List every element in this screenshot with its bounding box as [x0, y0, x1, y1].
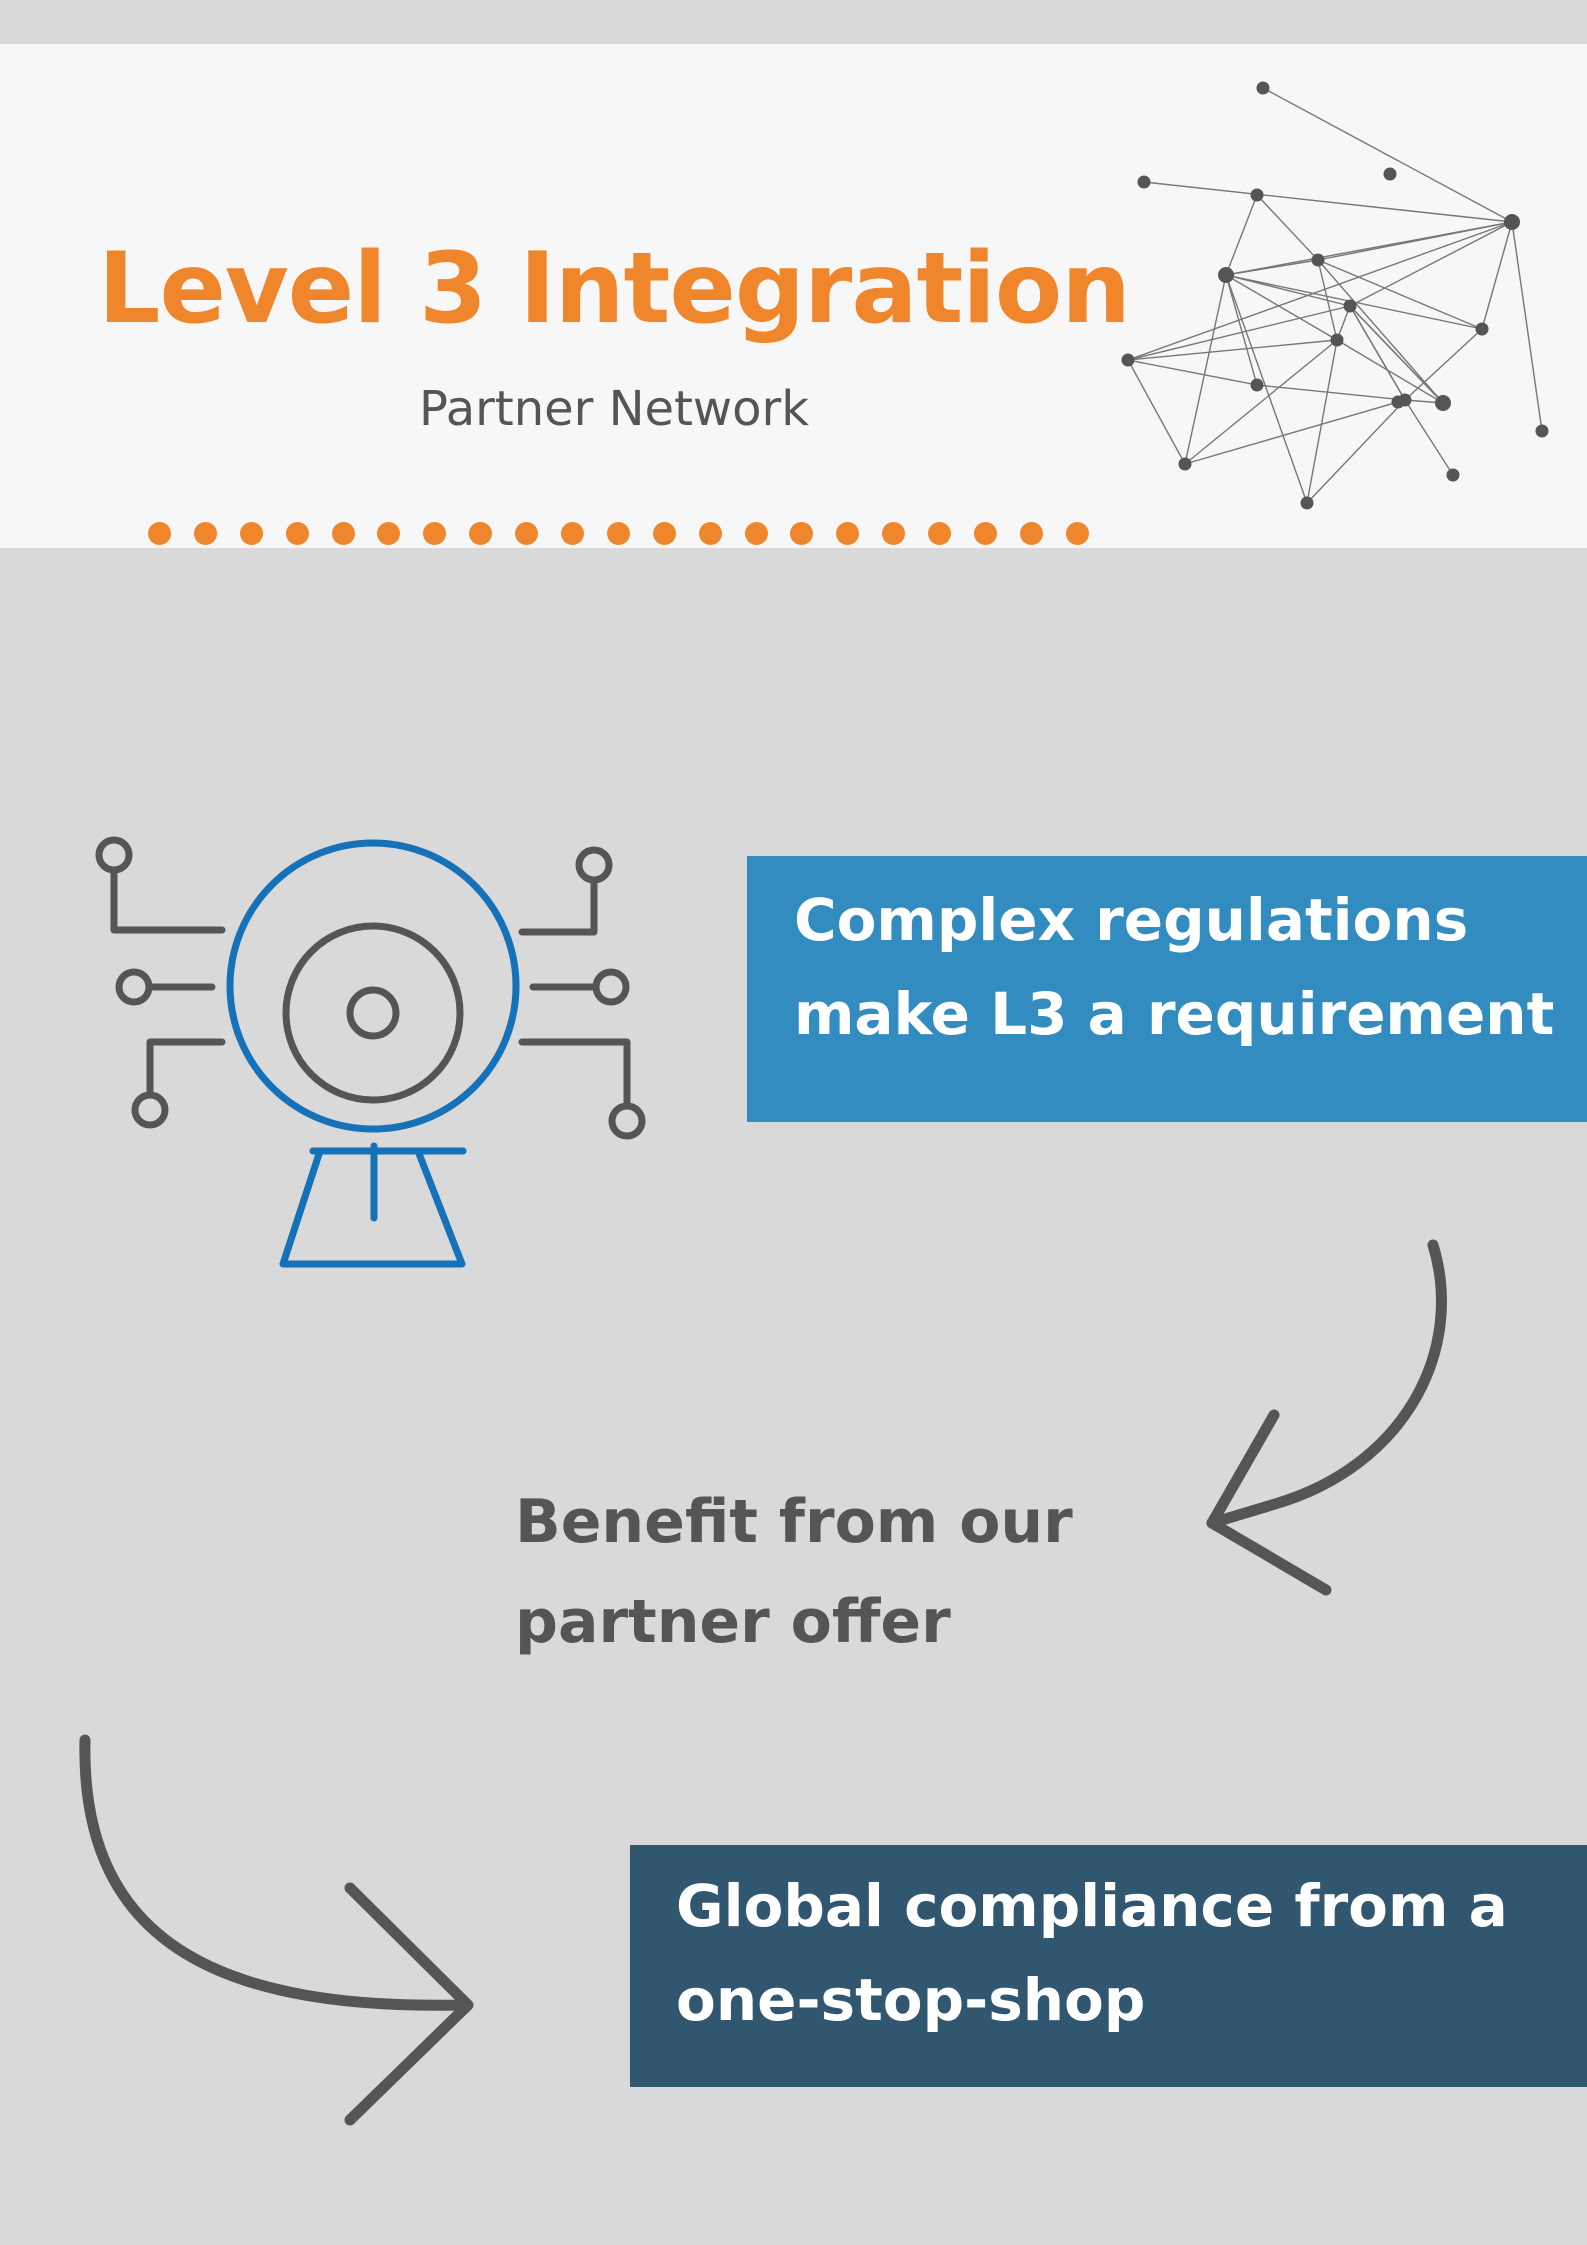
network-node — [1256, 81, 1270, 95]
divider-dot — [148, 522, 171, 545]
divider-dot — [561, 522, 585, 545]
network-node — [1250, 378, 1264, 392]
divider-dot — [698, 522, 722, 545]
network-node — [1391, 395, 1405, 409]
network-node — [1178, 457, 1192, 471]
divider-dot — [331, 522, 355, 545]
divider-dot — [836, 522, 860, 545]
divider-dot — [744, 522, 768, 545]
divider-dot — [1019, 522, 1043, 545]
benefit-text: Benefit from our partner offer — [515, 1487, 1073, 1657]
network-graph-icon — [1121, 81, 1549, 510]
network-node — [1535, 424, 1549, 438]
network-node — [1343, 299, 1357, 313]
divider-dot — [285, 522, 309, 545]
divider-dot — [469, 522, 493, 545]
network-node — [1435, 395, 1451, 411]
divider-dot — [652, 522, 676, 545]
page-subtitle: Partner Network — [418, 381, 810, 437]
divider-dot — [239, 522, 263, 545]
compliance-card: Global compliance from a one-stop-shop — [630, 1845, 1587, 2087]
divider-dot — [515, 522, 539, 545]
divider-dot — [928, 522, 952, 545]
page-title: Level 3 Integration — [98, 232, 1131, 346]
network-node — [1250, 188, 1264, 202]
curved-arrow-right-icon — [79, 1734, 474, 2126]
network-node — [1330, 333, 1344, 347]
network-node — [1446, 468, 1460, 482]
divider-dot — [1065, 522, 1089, 545]
divider-dot — [193, 522, 217, 545]
network-node — [1475, 322, 1489, 336]
dotted-divider — [148, 522, 1089, 545]
target-circuit-icon — [95, 836, 646, 1268]
divider-dot — [882, 522, 906, 545]
network-node — [1383, 167, 1397, 181]
network-node — [1300, 496, 1314, 510]
divider-dot — [423, 522, 447, 545]
divider-dot — [377, 522, 401, 545]
divider-dot — [974, 522, 998, 545]
divider-dot — [606, 522, 630, 545]
network-node — [1504, 214, 1520, 230]
network-node — [1311, 253, 1325, 267]
network-node — [1137, 175, 1151, 189]
divider-dot — [790, 522, 814, 545]
network-node — [1121, 353, 1135, 367]
regulations-card: Complex regulations make L3 a requiremen… — [747, 856, 1587, 1122]
network-node — [1218, 267, 1234, 283]
curved-arrow-left-icon — [1206, 1239, 1447, 1596]
